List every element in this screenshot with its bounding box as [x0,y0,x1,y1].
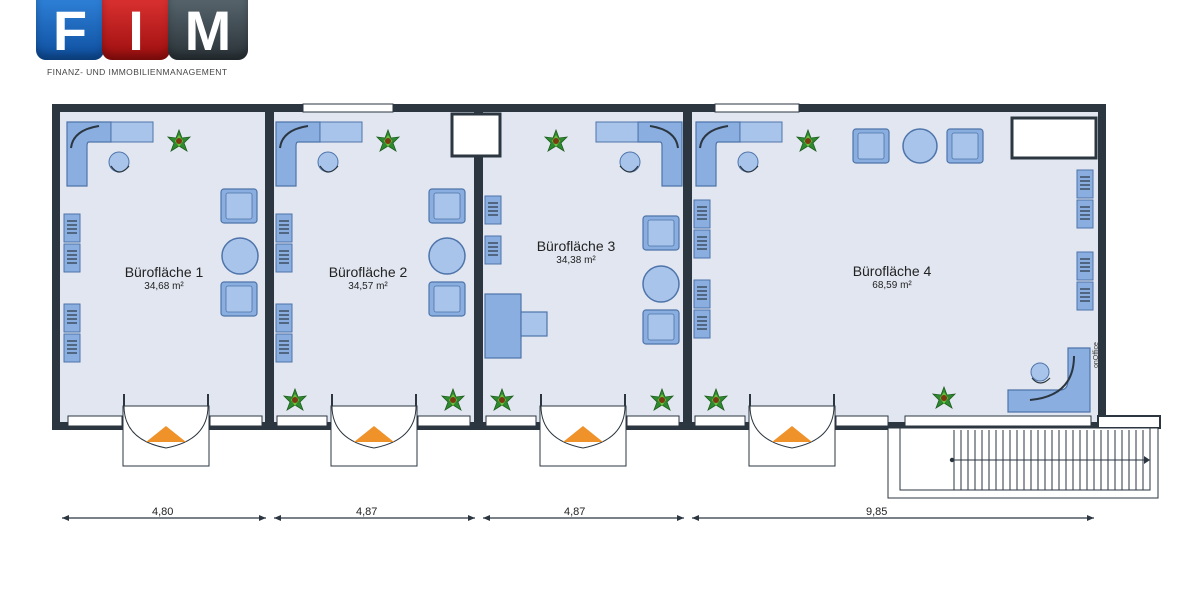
fim-logo: F I M FINANZ- UND IMMOBILIENMANAGEMENT [36,0,250,84]
entrance-door-4 [748,393,836,467]
dimension-label-2: 4,87 [356,506,378,518]
table-icon [221,237,259,275]
entrance-door-2 [330,393,418,467]
room-area: 34,57 m² [348,281,388,292]
room-label-4: Bürofläche 4 68,59 m² [832,263,952,293]
dimension-label-4: 9,85 [866,506,888,518]
armchair-icon [852,128,890,164]
room-name: Bürofläche 3 [536,238,616,254]
room-area: 34,68 m² [144,281,184,292]
armchair-icon [642,309,680,345]
shelf-icon [1076,199,1094,229]
shelf-icon [693,199,711,229]
shelf-icon [63,303,81,333]
armchair-icon [642,215,680,251]
shelf-icon [275,303,293,333]
shelf-icon [693,279,711,309]
room-name: Bürofläche 2 [328,264,408,280]
shelf-icon [693,229,711,259]
shelf-icon [63,243,81,273]
logo-subtitle: FINANZ- UND IMMOBILIENMANAGEMENT [47,67,228,77]
shelf-icon [1076,251,1094,281]
shelf-icon [63,333,81,363]
logo-letter-f: F [36,0,104,62]
armchair-icon [220,188,258,224]
room-name: Bürofläche 1 [124,264,204,280]
table-icon [428,237,466,275]
staircase [887,415,1161,499]
armchair-icon [220,281,258,317]
shelf-icon [693,309,711,339]
watermark: onOffice [1093,342,1100,368]
room-name: Bürofläche 4 [852,263,932,279]
room-area: 68,59 m² [872,280,912,291]
shelf-icon [63,213,81,243]
dimension-label-1: 4,80 [152,506,174,518]
chair-icon [520,311,548,337]
room-label-1: Bürofläche 1 34,68 m² [104,264,224,294]
room-label-2: Bürofläche 2 34,57 m² [308,264,428,294]
shelf-icon [484,235,502,265]
armchair-icon [428,281,466,317]
room-label-3: Bürofläche 3 34,38 m² [516,238,636,268]
shelf-icon [484,195,502,225]
shelf-icon [1076,169,1094,199]
entrance-door-3 [539,393,627,467]
room-area: 34,38 m² [556,255,596,266]
table-icon [902,128,938,164]
logo-letter-i: I [102,0,170,62]
shelf-icon [1076,281,1094,311]
shelf-icon [275,333,293,363]
workstation-icon [484,293,522,359]
shelf-icon [275,243,293,273]
reception-desk-icon [1007,347,1091,413]
entrance-door-1 [122,393,210,467]
dimension-label-3: 4,87 [564,506,586,518]
armchair-icon [946,128,984,164]
table-icon [642,265,680,303]
shelf-icon [275,213,293,243]
armchair-icon [428,188,466,224]
logo-letter-m: M [168,0,248,62]
